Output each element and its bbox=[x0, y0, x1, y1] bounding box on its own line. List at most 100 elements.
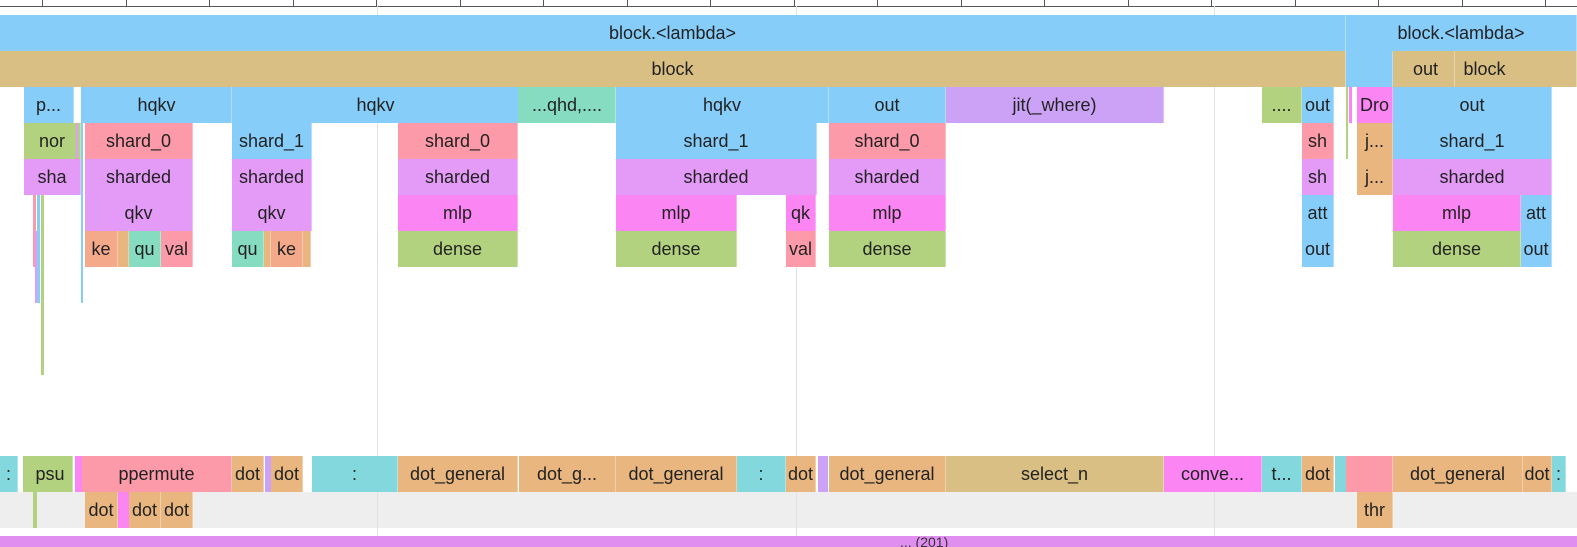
trace-slice[interactable]: att bbox=[1521, 195, 1552, 231]
trace-slice[interactable]: out bbox=[1302, 87, 1334, 123]
trace-slice[interactable]: dot_general bbox=[616, 456, 737, 492]
trace-slice[interactable]: hqkv bbox=[82, 87, 232, 123]
trace-slice-sliver[interactable] bbox=[81, 87, 83, 303]
trace-slice[interactable]: thr bbox=[1357, 492, 1393, 528]
trace-slice[interactable]: j... bbox=[1357, 123, 1393, 159]
trace-slice-sliver[interactable] bbox=[37, 195, 40, 303]
trace-slice[interactable]: sh bbox=[1302, 159, 1334, 195]
trace-slice[interactable] bbox=[303, 231, 311, 267]
trace-slice[interactable]: shard_0 bbox=[829, 123, 946, 159]
trace-slice[interactable]: att bbox=[1302, 195, 1334, 231]
trace-slice[interactable]: j... bbox=[1357, 159, 1393, 195]
trace-slice[interactable] bbox=[1346, 456, 1393, 492]
trace-slice[interactable]: dense bbox=[616, 231, 737, 267]
trace-slice[interactable]: shard_0 bbox=[85, 123, 193, 159]
trace-slice[interactable]: out bbox=[1302, 231, 1334, 267]
trace-slice[interactable]: Dro bbox=[1357, 87, 1393, 123]
trace-slice[interactable]: dot bbox=[1302, 456, 1334, 492]
trace-slice-sliver[interactable] bbox=[33, 492, 37, 528]
trace-slice[interactable]: qkv bbox=[85, 195, 193, 231]
trace-slice[interactable]: mlp bbox=[398, 195, 518, 231]
trace-slice[interactable]: dot bbox=[786, 456, 816, 492]
trace-slice[interactable]: out bbox=[1521, 231, 1552, 267]
trace-slice[interactable]: mlp bbox=[616, 195, 737, 231]
trace-slice[interactable]: sharded bbox=[398, 159, 518, 195]
trace-slice-sliver[interactable] bbox=[76, 123, 78, 195]
trace-slice[interactable]: shard_0 bbox=[398, 123, 518, 159]
trace-slice[interactable]: dense bbox=[1393, 231, 1521, 267]
trace-slice[interactable]: dot bbox=[1523, 456, 1552, 492]
trace-slice[interactable]: sharded bbox=[85, 159, 193, 195]
trace-slice[interactable]: dot_general bbox=[398, 456, 518, 492]
trace-slice[interactable]: shard_1 bbox=[616, 123, 817, 159]
trace-slice[interactable]: : bbox=[0, 456, 18, 492]
trace-slice[interactable]: qu bbox=[232, 231, 264, 267]
trace-slice[interactable]: out bbox=[829, 87, 946, 123]
trace-slice[interactable]: hqkv bbox=[616, 87, 829, 123]
trace-slice[interactable]: qu bbox=[129, 231, 161, 267]
trace-slice[interactable]: dot_g... bbox=[519, 456, 616, 492]
trace-slice-sliver[interactable] bbox=[118, 492, 129, 528]
trace-slice[interactable]: p... bbox=[24, 87, 74, 123]
trace-slice[interactable]: dot bbox=[85, 492, 118, 528]
trace-slice-sliver[interactable] bbox=[35, 231, 37, 303]
trace-slice[interactable]: sharded bbox=[616, 159, 817, 195]
trace-slice[interactable]: sharded bbox=[1393, 159, 1552, 195]
trace-slice[interactable]: val bbox=[786, 231, 816, 267]
trace-slice-sliver[interactable] bbox=[265, 456, 271, 492]
trace-slice[interactable]: dot_general bbox=[829, 456, 946, 492]
trace-slice-sliver[interactable] bbox=[75, 456, 82, 492]
trace-slice[interactable]: dot bbox=[271, 456, 303, 492]
trace-slice[interactable]: shard_1 bbox=[232, 123, 312, 159]
trace-slice[interactable]: nor bbox=[24, 123, 81, 159]
trace-slice[interactable]: select_n bbox=[946, 456, 1164, 492]
trace-slice[interactable]: val bbox=[161, 231, 193, 267]
trace-slice[interactable]: .... bbox=[1262, 87, 1302, 123]
trace-slice[interactable]: dot bbox=[232, 456, 264, 492]
trace-slice[interactable]: dot_general bbox=[1393, 456, 1523, 492]
trace-slice[interactable]: dot bbox=[161, 492, 193, 528]
trace-slice-sliver[interactable] bbox=[818, 456, 828, 492]
trace-slice-sliver[interactable] bbox=[1349, 87, 1352, 123]
trace-slice[interactable]: ke bbox=[271, 231, 303, 267]
trace-slice[interactable]: out bbox=[1397, 51, 1455, 87]
trace-slice[interactable]: : bbox=[312, 456, 398, 492]
trace-slice[interactable]: mlp bbox=[829, 195, 946, 231]
trace-slice[interactable] bbox=[264, 231, 271, 267]
trace-slice[interactable]: psu bbox=[28, 456, 73, 492]
trace-slice[interactable]: sharded bbox=[232, 159, 312, 195]
trace-slice[interactable]: block.<lambda> bbox=[0, 15, 1346, 51]
trace-slice[interactable]: ke bbox=[85, 231, 118, 267]
trace-slice[interactable]: hqkv bbox=[232, 87, 520, 123]
trace-slice[interactable]: t... bbox=[1262, 456, 1302, 492]
trace-slice[interactable]: out bbox=[1393, 87, 1552, 123]
collapsed-track[interactable]: ... (201) bbox=[0, 536, 1577, 547]
trace-slice[interactable]: qk bbox=[786, 195, 816, 231]
trace-slice-sliver[interactable] bbox=[41, 195, 44, 375]
trace-slice[interactable]: : bbox=[737, 456, 786, 492]
trace-slice[interactable]: sh bbox=[1302, 123, 1334, 159]
trace-slice[interactable]: conve... bbox=[1164, 456, 1262, 492]
trace-slice[interactable] bbox=[1346, 51, 1393, 87]
trace-slice[interactable]: block.<lambda> bbox=[1346, 15, 1577, 51]
trace-slice[interactable]: dense bbox=[829, 231, 946, 267]
trace-slice[interactable]: dot bbox=[129, 492, 161, 528]
trace-slice[interactable]: jit(_where) bbox=[946, 87, 1164, 123]
trace-slice-sliver[interactable] bbox=[1346, 87, 1348, 159]
trace-slice[interactable]: shard_1 bbox=[1393, 123, 1552, 159]
trace-slice[interactable]: dense bbox=[398, 231, 518, 267]
trace-slice[interactable]: mlp bbox=[1393, 195, 1521, 231]
trace-slice[interactable]: sha bbox=[24, 159, 81, 195]
trace-slice[interactable]: : bbox=[1552, 456, 1566, 492]
trace-slice[interactable]: ppermute bbox=[82, 456, 232, 492]
trace-slice[interactable]: block bbox=[0, 51, 1346, 87]
ruler-tick bbox=[1044, 0, 1045, 6]
trace-slice-sliver[interactable] bbox=[33, 195, 36, 267]
trace-slice[interactable]: sharded bbox=[829, 159, 946, 195]
trace-slice-sliver[interactable] bbox=[518, 87, 520, 123]
trace-slice[interactable] bbox=[118, 231, 129, 267]
trace-slice-sliver[interactable] bbox=[1335, 456, 1346, 492]
trace-slice-sliver[interactable] bbox=[23, 456, 28, 492]
trace-slice[interactable]: ...qhd,.... bbox=[519, 87, 616, 123]
trace-slice[interactable]: qkv bbox=[232, 195, 312, 231]
